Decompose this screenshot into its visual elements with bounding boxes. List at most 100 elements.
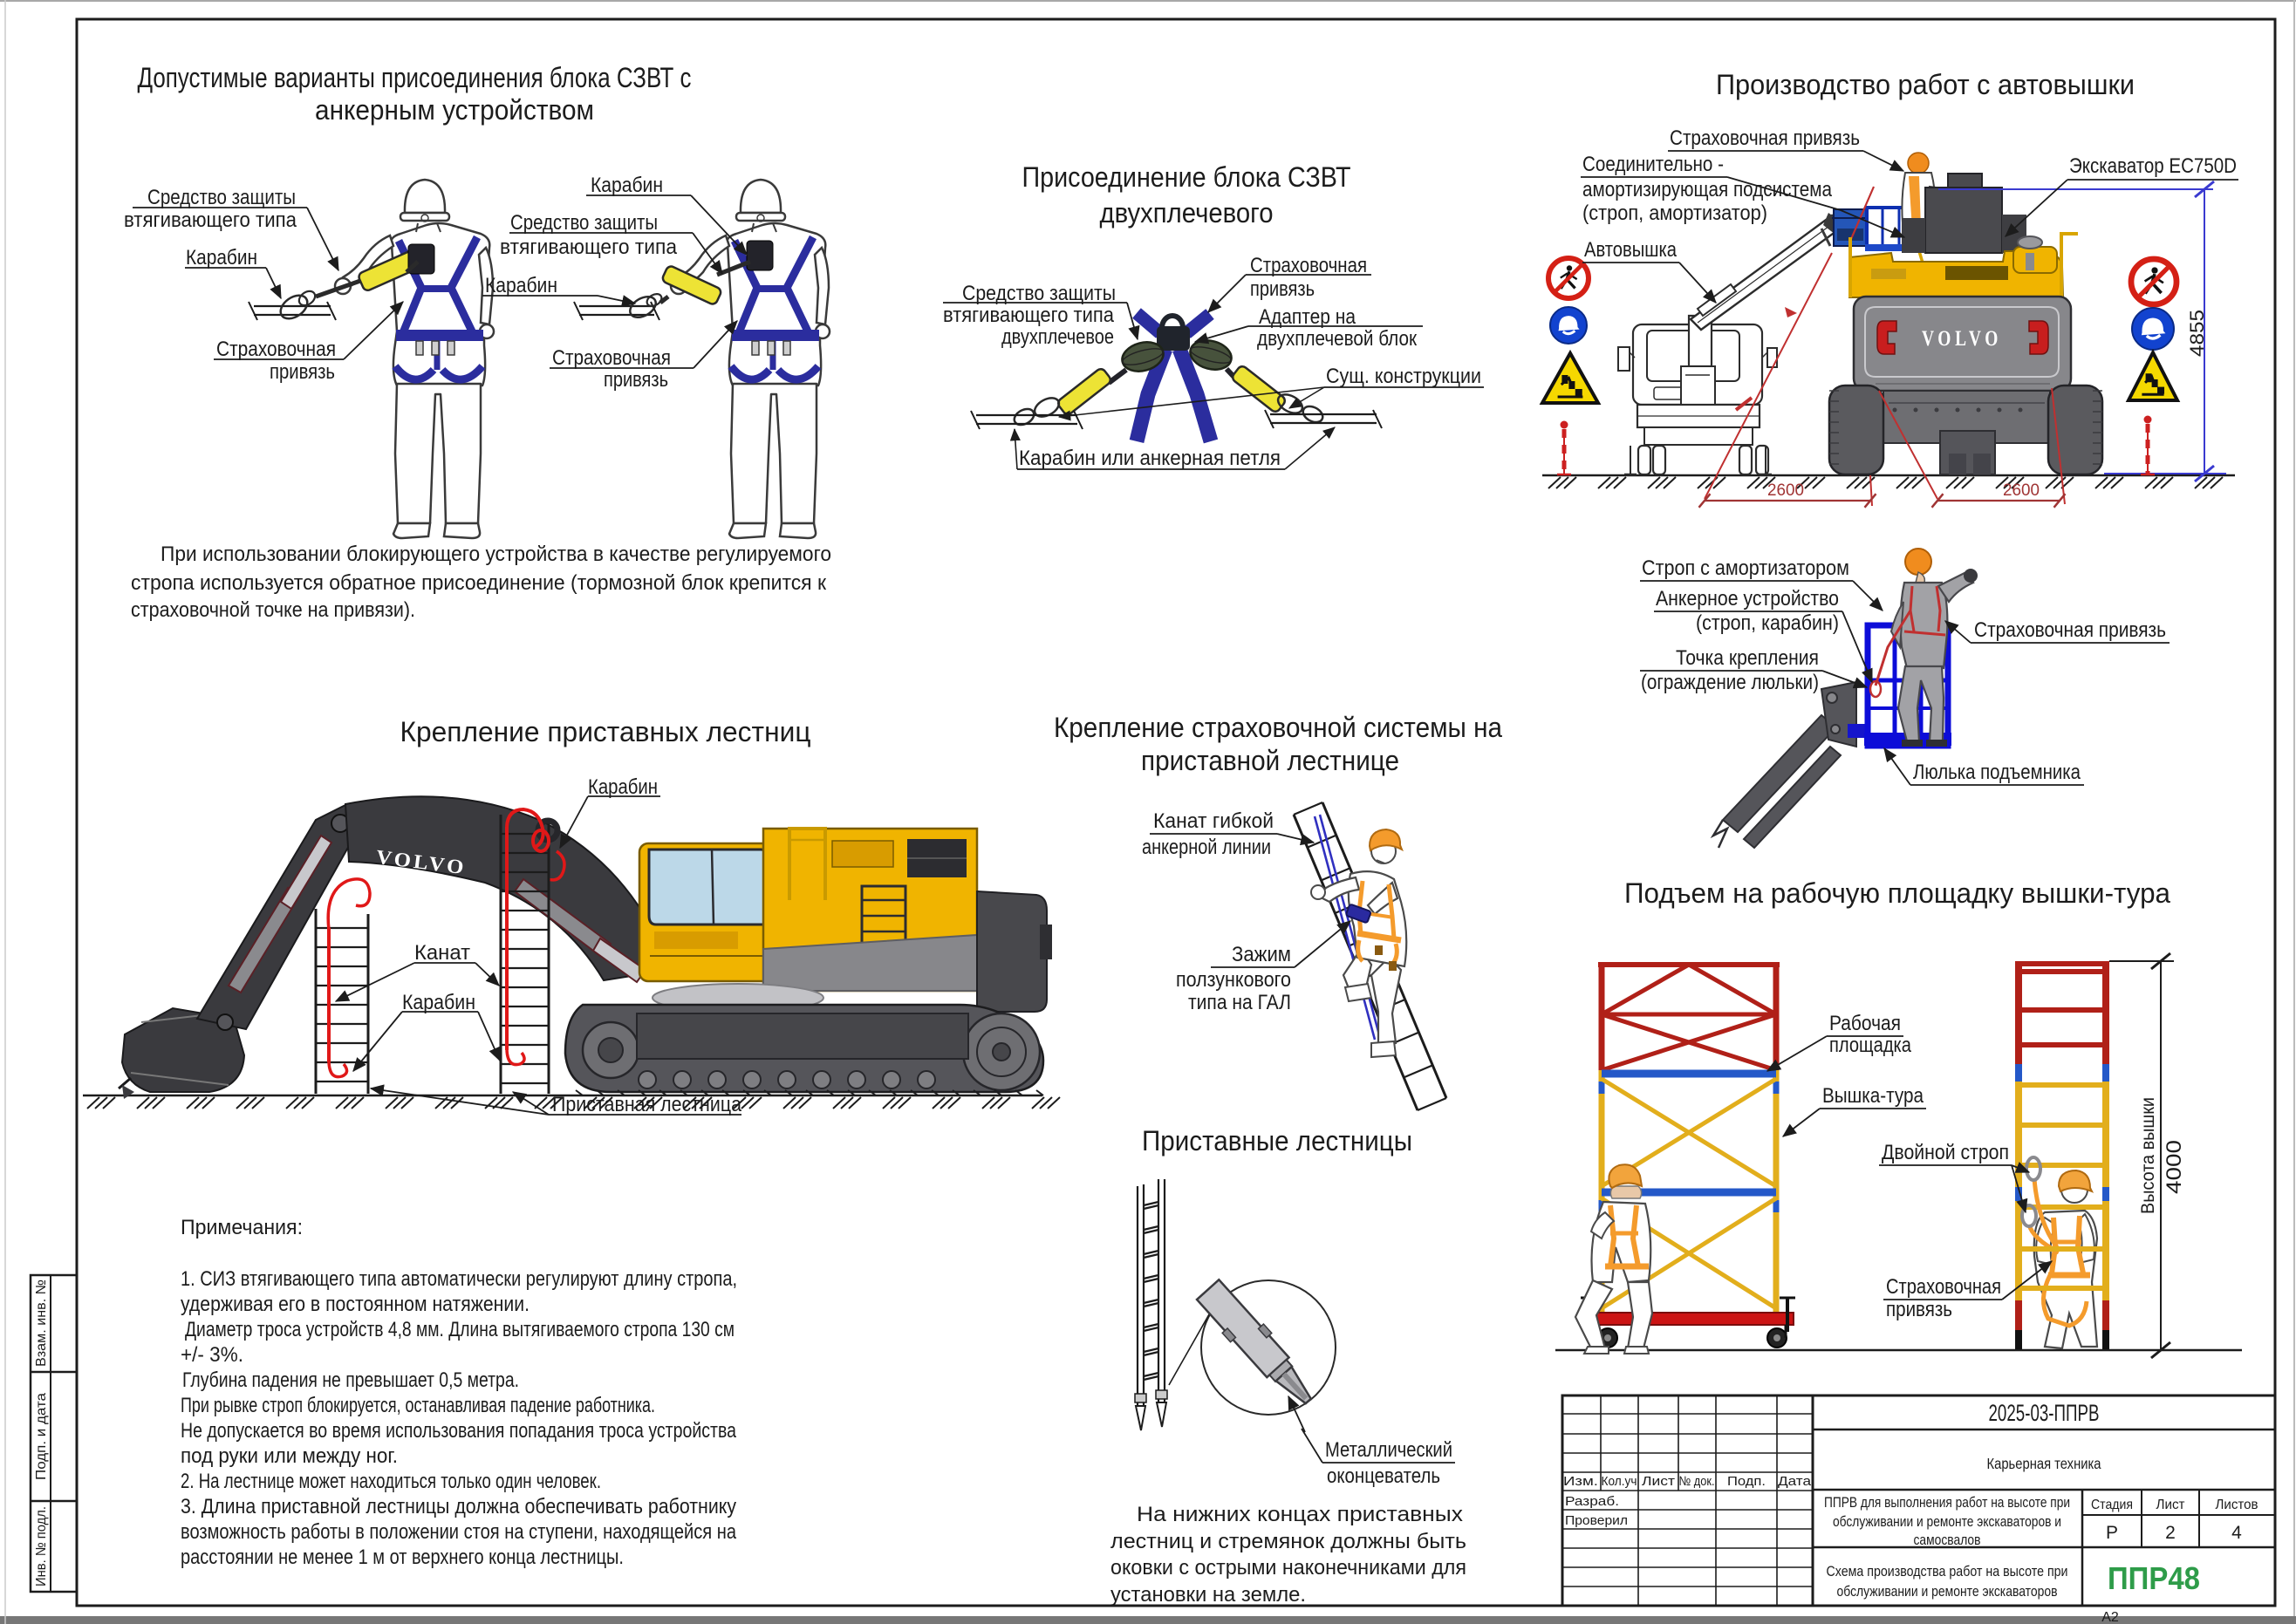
svg-text:Люлька подъемника: Люлька подъемника [1913,761,2081,784]
svg-text:двухплечевого: двухплечевого [1100,197,1274,229]
svg-text:Страховочная: Страховочная [552,346,671,370]
svg-text:Приставные лестницы: Приставные лестницы [1142,1125,1412,1157]
svg-text:Страховочная: Страховочная [1886,1275,2001,1299]
svg-text:привязь: привязь [270,360,335,384]
svg-text:Карабин: Карабин [591,174,663,197]
svg-text:Страховочная привязь: Страховочная привязь [1670,126,1860,150]
svg-text:оконцеватель: оконцеватель [1327,1464,1440,1488]
svg-text:Адаптер на: Адаптер на [1259,305,1356,329]
svg-text:2600: 2600 [2003,481,2040,500]
svg-text:Приставная лестница: Приставная лестница [552,1093,742,1116]
svg-text:анкерной линии: анкерной линии [1142,836,1271,859]
svg-text:Канат гибкой: Канат гибкой [1153,809,1274,833]
svg-text:Карабин или анкерная петля: Карабин или анкерная петля [1019,447,1281,470]
svg-text:(ограждение люльки): (ограждение люльки) [1641,671,1819,694]
svg-text:Стадия: Стадия [2091,1498,2133,1512]
svg-text:Не допускается во время ис: Не допускается во время использования по… [181,1419,737,1443]
svg-text:Дата: Дата [1778,1474,1812,1489]
svg-text:2. На лестнице может находи: 2. На лестнице может находиться только о… [181,1470,601,1493]
svg-text:Канат: Канат [414,941,470,965]
svg-text:№ док.: № док. [1679,1474,1715,1489]
svg-text:Соединительно -: Соединительно - [1582,153,1724,176]
svg-text:Металлический: Металлический [1325,1438,1452,1462]
svg-text:расстоянии не менее 1 м от вер: расстоянии не менее 1 м от верхнего конц… [181,1546,624,1569]
svg-text:втягивающего типа: втягивающего типа [124,208,297,232]
svg-text:Подъем на рабочую площадку выш: Подъем на рабочую площадку вышки-тура [1624,877,2170,909]
svg-text:Схема производства работ на вы: Схема производства работ на высоте при [1827,1564,2068,1580]
svg-text:ППРВ для выполнения работ на в: ППРВ для выполнения работ на высоте при [1824,1495,2070,1511]
svg-text:Анкерное устройство: Анкерное устройство [1656,587,1839,611]
svg-text:Страховочная: Страховочная [1250,254,1367,277]
svg-text:самосвалов: самосвалов [1914,1532,1981,1548]
svg-text:под руки или между ног.: под руки или между ног. [181,1444,398,1468]
svg-text:Взам. инв. №: Взам. инв. № [34,1279,49,1367]
svg-text:Крепление приставных лестниц: Крепление приставных лестниц [400,716,811,747]
svg-text:Карабин: Карабин [485,274,557,297]
svg-text:втягивающего типа: втягивающего типа [943,304,1115,327]
svg-text:Зажим: Зажим [1232,943,1291,966]
svg-text:ползункового: ползункового [1176,968,1291,992]
svg-text:обслуживании и ремонте экскава: обслуживании и ремонте экскаваторов [1837,1584,2058,1600]
svg-text:Кол.уч: Кол.уч [1602,1474,1637,1489]
svg-text:Р: Р [2106,1523,2118,1543]
svg-text:2025-03-ППРВ: 2025-03-ППРВ [1989,1400,2100,1426]
svg-text:стропа используется обратное: стропа используется обратное присоединен… [131,571,826,595]
svg-text:Рабочая: Рабочая [1829,1012,1901,1035]
svg-text:2: 2 [2165,1523,2176,1543]
svg-text:Лист: Лист [2156,1498,2186,1512]
svg-text:оковки с острыми наконечник: оковки с острыми наконечниками для [1110,1556,1466,1580]
svg-text:На нижних концах пристав: На нижних концах приставных [1137,1503,1463,1526]
svg-text:Допустимые варианты присоедине: Допустимые варианты присоединения блока … [138,62,692,93]
svg-text:Глубина падения не превышает 0: Глубина падения не превышает 0,5 метра. [182,1368,519,1392]
svg-text:Строп с амортизатором: Строп с амортизатором [1642,556,1849,580]
svg-text:Присоединение блока СЗВТ: Присоединение блока СЗВТ [1022,161,1351,193]
svg-text:Примечания:: Примечания: [181,1216,303,1239]
svg-text:А2: А2 [2101,1610,2119,1624]
svg-text:привязь: привязь [1250,277,1315,301]
svg-text:типа на ГАЛ: типа на ГАЛ [1188,991,1291,1014]
svg-text:Карабин: Карабин [186,246,257,270]
svg-text:площадка: площадка [1829,1034,1912,1057]
svg-text:Точка крепления: Точка крепления [1676,646,1819,670]
svg-text:возможность работы в положе: возможность работы в положении стоя на с… [181,1520,737,1544]
svg-text:Экскаватор EC750D: Экскаватор EC750D [2069,154,2237,178]
svg-text:установки на земле.: установки на земле. [1110,1583,1306,1607]
svg-text:привязь: привязь [1886,1298,1952,1321]
svg-text:Средство защиты: Средство защиты [962,282,1116,305]
svg-text:(строп, карабин): (строп, карабин) [1696,611,1839,635]
svg-text:удерживая его в постоянном нат: удерживая его в постоянном натяжении. [181,1293,530,1316]
svg-text:Страховочная привязь: Страховочная привязь [1974,618,2166,642]
svg-text:Карабин: Карабин [588,775,658,799]
svg-text:Изм.: Изм. [1563,1474,1598,1489]
svg-text:Средство защиты: Средство защиты [147,186,296,209]
svg-text:двухплечевое: двухплечевое [1001,325,1114,349]
svg-text:1. СИЗ втягивающего типа: 1. СИЗ втягивающего типа автоматически р… [181,1267,737,1291]
svg-text:Инв. № подл.: Инв. № подл. [34,1506,49,1586]
svg-text:Двойной строп: Двойной строп [1882,1141,2009,1164]
svg-text:лестниц и стремянок должны: лестниц и стремянок должны быть [1110,1530,1466,1553]
svg-text:двухплечевой блок: двухплечевой блок [1257,327,1417,351]
svg-text:Диаметр троса устройств 4,8: Диаметр троса устройств 4,8 мм. Длина вы… [185,1318,735,1341]
svg-text:ППР48: ППР48 [2108,1560,2200,1596]
svg-text:3. Длина приставной лес: 3. Длина приставной лестницы должна обес… [181,1495,736,1518]
svg-text:4: 4 [2231,1523,2242,1543]
svg-text:4855: 4855 [2186,310,2208,357]
svg-text:Средство защиты: Средство защиты [510,211,658,235]
svg-text:привязь: привязь [604,368,668,392]
svg-text:обслуживании и ремонте экскава: обслуживании и ремонте экскаваторов и [1833,1514,2061,1530]
svg-text:При использовании блокирующе: При использовании блокирующего устройств… [161,542,831,566]
svg-text:Сущ. конструкции: Сущ. конструкции [1326,365,1481,388]
svg-text:При рывке строп блокируется, о: При рывке строп блокируется, останавлива… [181,1394,655,1417]
svg-text:(строп, амортизатор): (строп, амортизатор) [1582,201,1767,225]
svg-text:Крепление страховочной системы: Крепление страховочной системы на [1054,712,1502,743]
svg-text:втягивающего типа: втягивающего типа [500,235,678,259]
svg-text:приставной лестнице: приставной лестнице [1141,745,1399,776]
svg-text:анкерным устройством: анкерным устройством [315,94,594,126]
svg-text:Высота вышки: Высота вышки [2138,1097,2158,1214]
svg-text:Подп. и дата: Подп. и дата [34,1393,49,1480]
svg-text:Листов: Листов [2216,1498,2258,1512]
svg-text:страховочной точке на привязи): страховочной точке на привязи). [131,598,415,622]
svg-text:Карьерная техника: Карьерная техника [1987,1455,2101,1472]
svg-text:2600: 2600 [1767,481,1804,500]
svg-text:Карабин: Карабин [402,991,475,1014]
